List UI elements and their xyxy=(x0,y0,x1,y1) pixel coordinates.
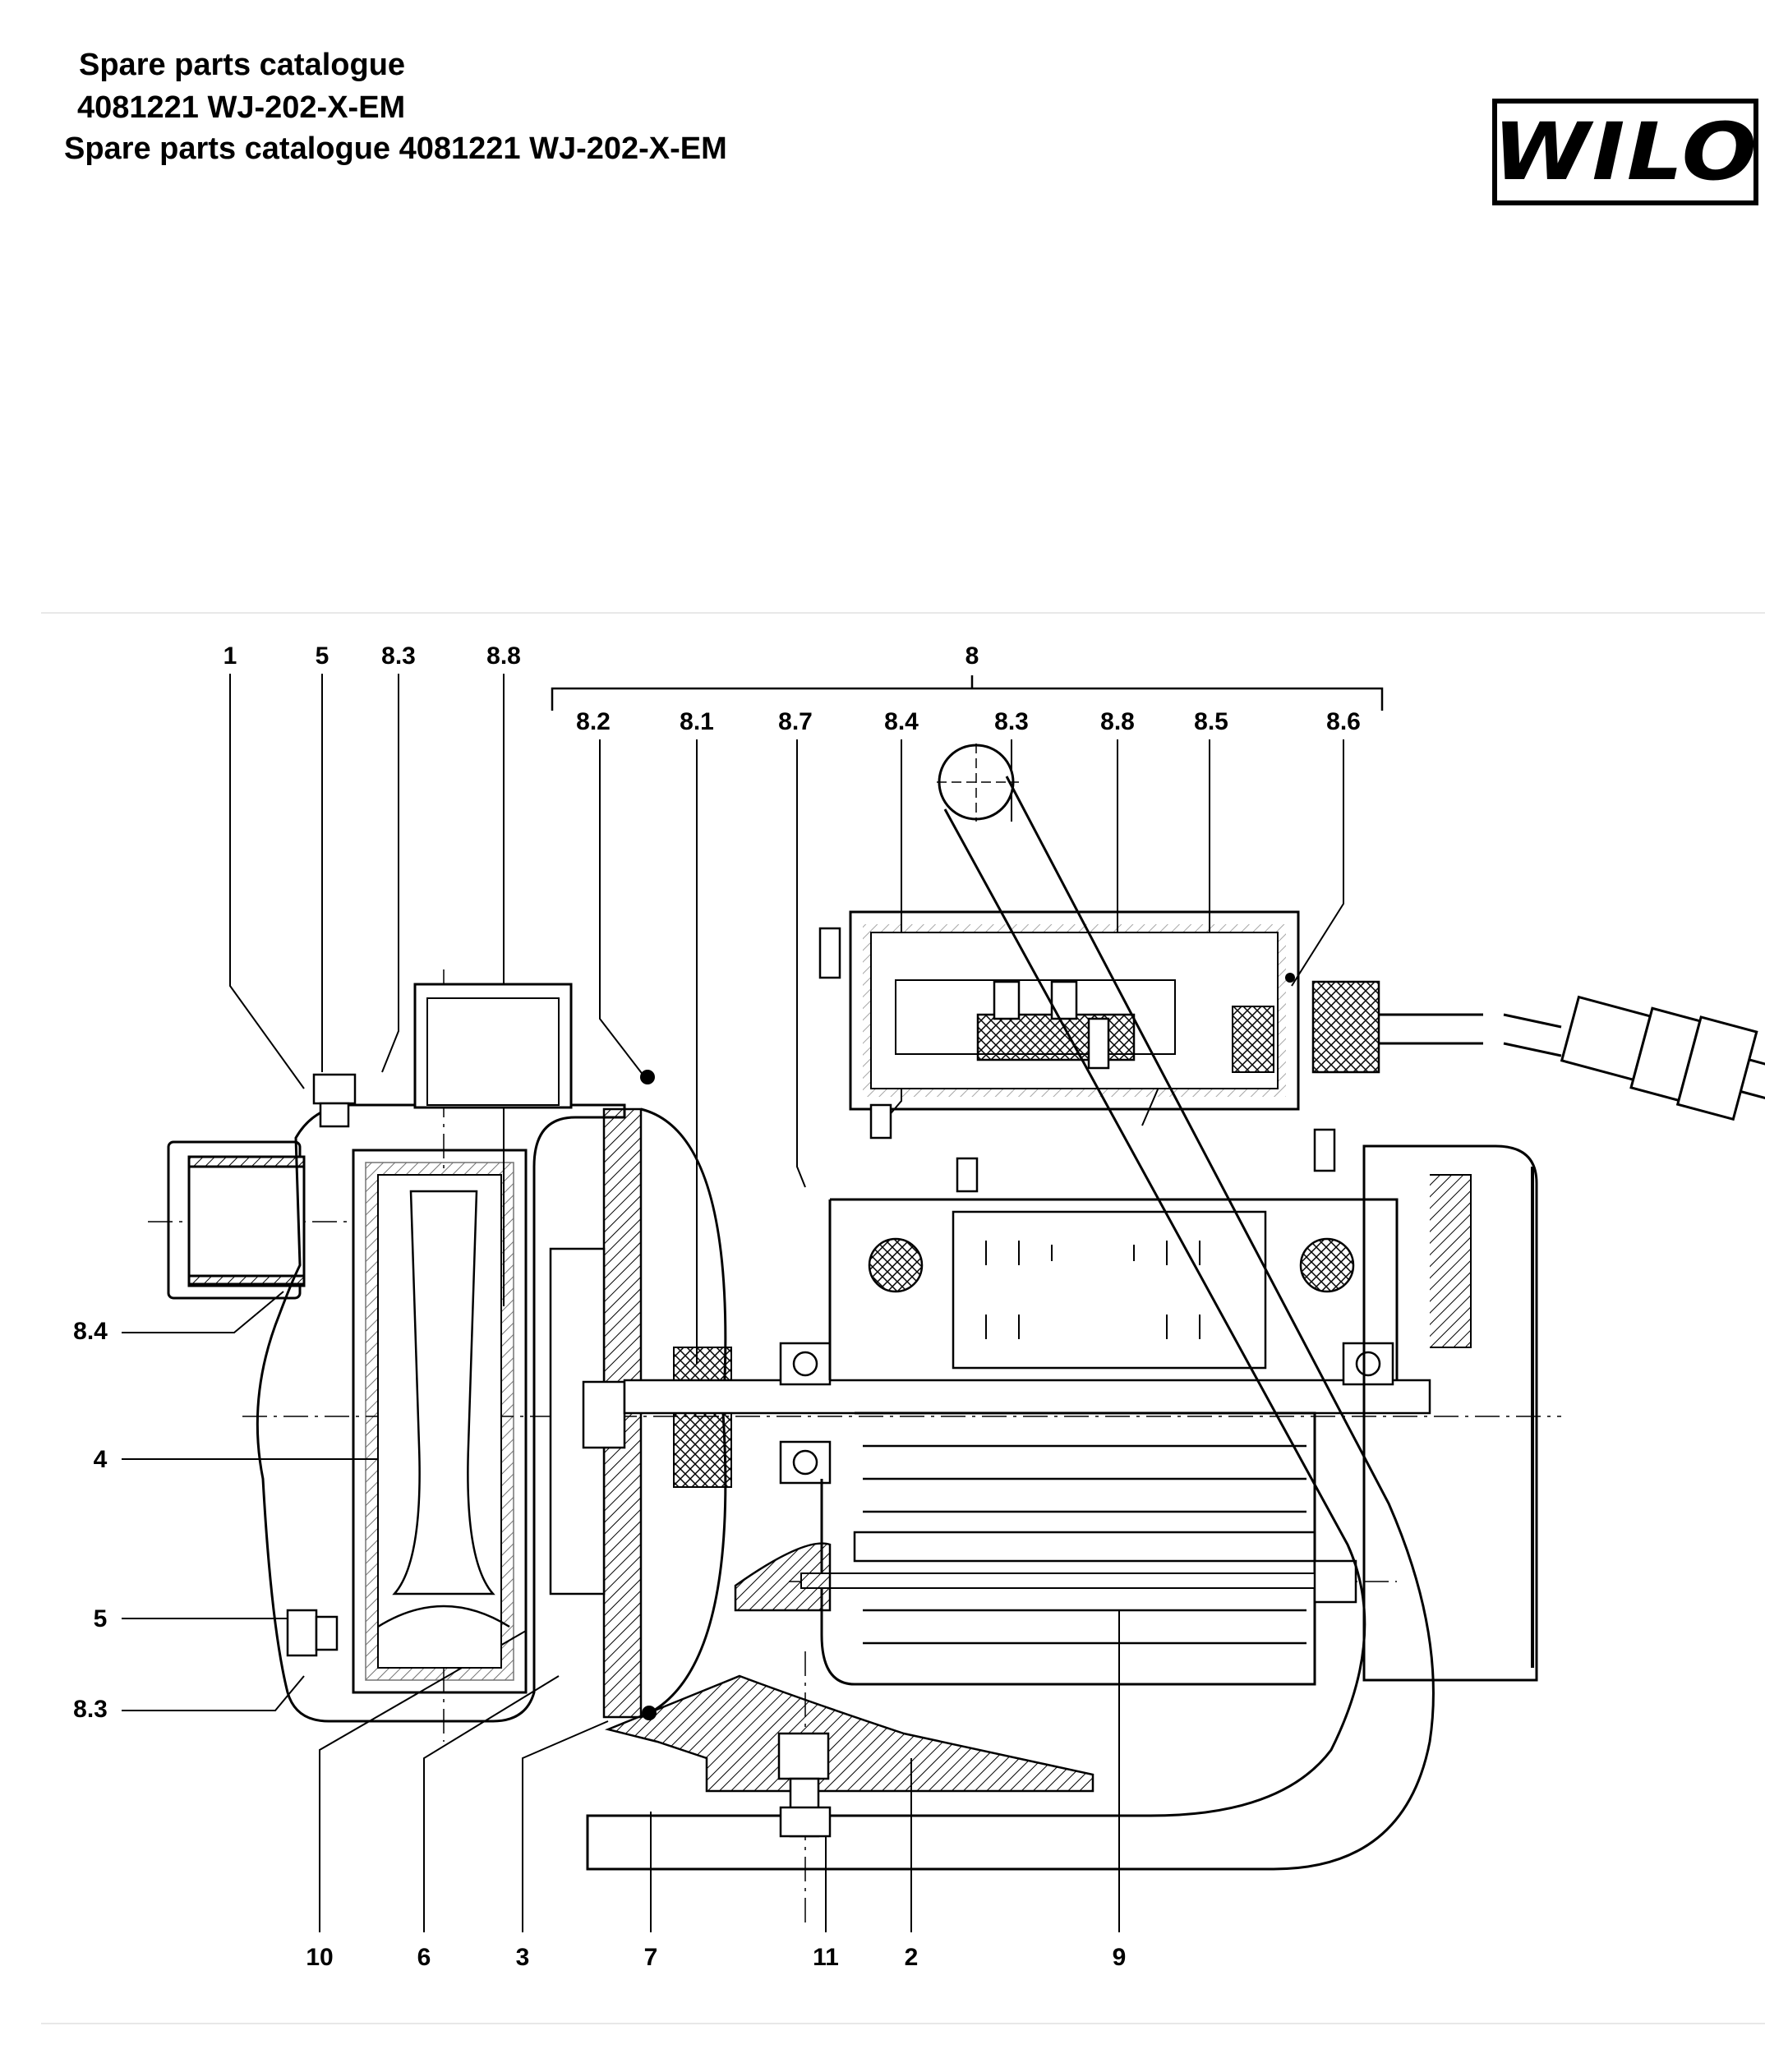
callout-10: 10 xyxy=(306,1944,333,1971)
wilo-logo: WILO xyxy=(1492,99,1758,205)
callout-1: 1 xyxy=(224,642,237,670)
shaft-nut xyxy=(582,1380,626,1449)
callout-8-4-left: 8.4 xyxy=(73,1318,108,1345)
top-divider xyxy=(41,612,1765,614)
tie-rod xyxy=(800,1572,1353,1589)
power-cable xyxy=(1379,1013,1562,1057)
group-8-callouts: 8.2 8.1 8.7 8.4 8.3 8.8 8.5 8.6 xyxy=(576,708,1361,735)
callout-4: 4 xyxy=(94,1446,108,1473)
terminal-block xyxy=(976,1013,1136,1061)
callout-8-3-top: 8.3 xyxy=(381,642,416,670)
callout-7: 7 xyxy=(644,1944,658,1971)
plug-bottom xyxy=(286,1609,339,1657)
callout-8-1: 8.1 xyxy=(680,708,714,735)
callout-3: 3 xyxy=(516,1944,530,1971)
catalogue-article-number: 4081221 WJ-202-X-EM xyxy=(77,90,406,125)
motor-shaft xyxy=(623,1379,1431,1415)
winding-coil-right xyxy=(1299,1237,1355,1293)
fan-cover xyxy=(1362,1144,1538,1682)
plug-top xyxy=(312,1073,357,1128)
exploded-pump-drawing: 1 5 8.3 8.8 8 8.2 8.1 8.7 8.4 8.3 8.8 8.… xyxy=(0,608,1765,2021)
callout-group-8: 8 xyxy=(965,642,979,670)
callout-5-top: 5 xyxy=(316,642,329,670)
wilo-logo-text: WILO xyxy=(1492,106,1758,198)
rear-bearing xyxy=(1342,1342,1394,1386)
top-row-callouts: 1 5 8.3 8.8 8 xyxy=(224,642,979,670)
capacitor-bracket xyxy=(1232,1006,1274,1073)
cable-gland xyxy=(1311,980,1380,1074)
mains-plug xyxy=(1560,995,1765,1121)
foot-bracket xyxy=(734,1542,832,1612)
callout-8-7: 8.7 xyxy=(778,708,813,735)
terminal-box xyxy=(849,910,1300,1111)
venturi-nozzle xyxy=(392,1190,495,1595)
callout-8-3-left: 8.3 xyxy=(73,1696,108,1723)
base-bracket xyxy=(604,1674,1094,1793)
callout-8-5: 8.5 xyxy=(1194,708,1228,735)
catalogue-subtitle: Spare parts catalogue 4081221 WJ-202-X-E… xyxy=(64,131,727,166)
page-header: Spare parts catalogue 4081221 WJ-202-X-E… xyxy=(0,0,1765,246)
callout-9: 9 xyxy=(1113,1944,1127,1971)
terminal-screws xyxy=(818,927,1336,1193)
base-bolt xyxy=(777,1732,832,1838)
callout-8-6: 8.6 xyxy=(1326,708,1361,735)
callout-8-8: 8.8 xyxy=(1100,708,1135,735)
callout-11: 11 xyxy=(813,1944,839,1971)
bottom-row-callouts: 10 6 3 7 11 2 9 xyxy=(306,1944,1126,1971)
callout-8-3: 8.3 xyxy=(994,708,1029,735)
diffuser xyxy=(352,1149,528,1694)
callout-5-left: 5 xyxy=(94,1605,108,1632)
callout-8-4: 8.4 xyxy=(884,708,919,735)
stator-winding xyxy=(952,1210,1267,1370)
suction-port xyxy=(167,1140,306,1300)
left-column-callouts: 8.4 4 5 8.3 xyxy=(73,1318,108,1723)
o-ring-bottom xyxy=(642,1706,657,1720)
callout-6: 6 xyxy=(417,1944,431,1971)
motor-housing xyxy=(820,1198,1399,1686)
callout-2: 2 xyxy=(905,1944,919,1971)
bottom-divider xyxy=(41,2023,1765,2024)
catalogue-title: Spare parts catalogue xyxy=(79,48,406,82)
group-8-bracket xyxy=(551,675,1384,711)
callout-8-2: 8.2 xyxy=(576,708,611,735)
callout-8-8-top: 8.8 xyxy=(486,642,521,670)
o-ring-top xyxy=(640,1070,655,1084)
winding-coil-left xyxy=(868,1237,924,1293)
carry-handle xyxy=(586,776,1435,1871)
motor-cooling-fins xyxy=(853,1444,1316,1645)
